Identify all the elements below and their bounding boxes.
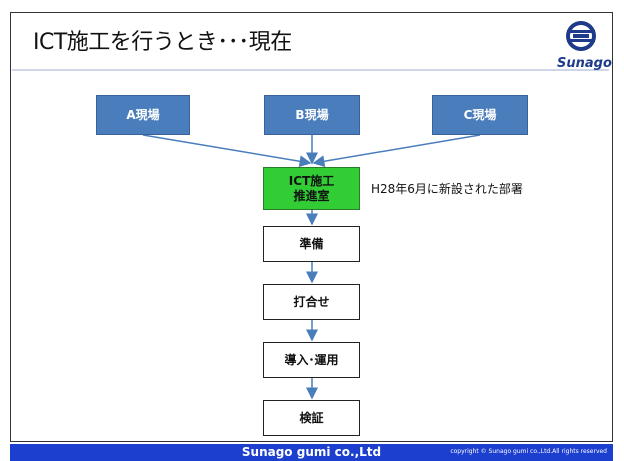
- step-box-preparation: 準備: [263, 226, 360, 262]
- step-box-meeting: 打合せ: [263, 284, 360, 320]
- step-box-deployment: 導入･運用: [263, 342, 360, 378]
- connector-a-to-dept: [142, 134, 312, 168]
- site-box-c: C現場: [432, 95, 528, 135]
- logo-text: Sunago: [557, 56, 612, 71]
- site-box-a: A現場: [96, 95, 190, 135]
- dept-note: H28年6月に新設された部署: [371, 182, 523, 196]
- footer-bar: Sunago gumi co.,Ltd copyright © Sunago g…: [10, 444, 613, 461]
- dept-line-1: ICT施工: [288, 173, 335, 188]
- connector-c-to-dept: [312, 134, 481, 168]
- step-box-verification: 検証: [263, 400, 360, 436]
- footer-copyright: copyright © Sunago gumi co.,Ltd.All righ…: [450, 448, 607, 455]
- ict-promotion-office-box: ICT施工 推進室: [263, 167, 360, 210]
- company-logo: Sunago: [557, 18, 612, 76]
- footer-company: Sunago gumi co.,Ltd: [241, 445, 382, 459]
- sunago-logo-icon: [566, 21, 596, 51]
- dept-line-2: 推進室: [293, 188, 330, 203]
- site-box-b: B現場: [264, 95, 360, 135]
- slide-title: ICT施工を行うとき･･･現在: [33, 30, 292, 55]
- title-divider: [12, 69, 609, 71]
